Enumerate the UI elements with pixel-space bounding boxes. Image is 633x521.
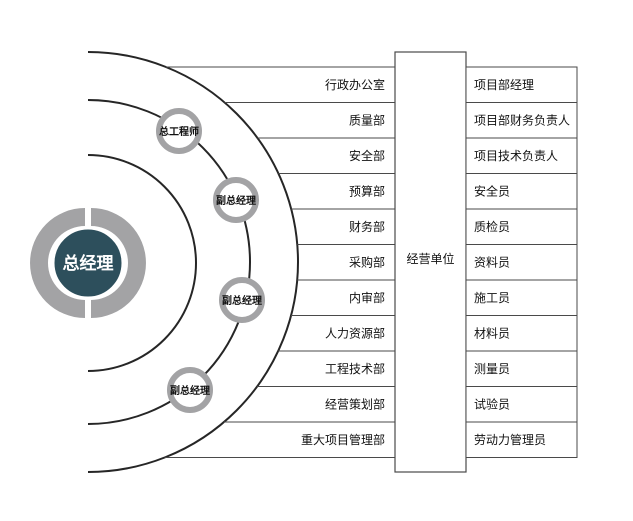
exec-node-deputy-3: 副总经理	[167, 367, 213, 413]
project-role-label: 项目技术负责人	[474, 149, 558, 163]
project-role-label: 项目部财务负责人	[474, 112, 570, 127]
project-role-boxes: 项目部经理项目部财务负责人项目技术负责人安全员质检员资料员施工员材料员测量员试验…	[465, 66, 578, 458]
project-role-label: 试验员	[474, 396, 510, 411]
project-role-box	[465, 66, 578, 103]
general-manager-node: 总经理	[30, 208, 146, 318]
department-label: 安全部	[349, 148, 385, 163]
department-label: 采购部	[349, 254, 385, 269]
gm-ring-right	[91, 208, 146, 318]
exec-label-deputy-1: 副总经理	[216, 194, 256, 207]
operating-unit-box	[394, 51, 467, 473]
department-label: 经营策划部	[325, 396, 385, 411]
department-label: 工程技术部	[325, 361, 385, 376]
department-labels: 行政办公室质量部安全部预算部财务部采购部内审部人力资源部工程技术部经营策划部重大…	[301, 77, 385, 447]
general-manager-label: 总经理	[63, 253, 114, 274]
department-label: 行政办公室	[325, 77, 385, 92]
department-label: 质量部	[349, 112, 385, 127]
exec-label-chief-engineer: 总工程师	[159, 125, 199, 138]
project-role-label: 资料员	[474, 255, 510, 269]
department-label: 人力资源部	[325, 325, 385, 340]
department-label: 内审部	[349, 290, 385, 305]
gm-ring-left	[30, 208, 85, 318]
project-role-label: 项目部经理	[474, 77, 534, 92]
project-role-box	[465, 386, 578, 423]
department-label: 财务部	[349, 219, 385, 234]
outer-arc	[87, 51, 299, 473]
inner-arc	[87, 154, 197, 372]
exec-label-deputy-2: 副总经理	[222, 294, 262, 307]
gm-core-circle	[51, 226, 125, 300]
exec-node-chief-engineer: 总工程师	[156, 108, 202, 154]
department-label: 预算部	[349, 183, 385, 198]
project-role-label: 劳动力管理员	[474, 432, 546, 447]
exec-label-deputy-3: 副总经理	[170, 384, 210, 397]
project-role-box	[465, 279, 578, 316]
project-role-box	[465, 421, 578, 458]
project-role-box	[465, 315, 578, 352]
department-label: 重大项目管理部	[301, 432, 385, 447]
project-role-label: 安全员	[474, 183, 510, 198]
project-role-box	[465, 102, 578, 139]
project-role-label: 质检员	[474, 219, 510, 234]
exec-node-deputy-2: 副总经理	[219, 277, 265, 323]
project-role-label: 材料员	[474, 326, 510, 340]
department-row-lines	[164, 66, 395, 458]
project-role-label: 测量员	[474, 362, 510, 376]
project-role-box	[465, 350, 578, 387]
project-role-label: 施工员	[474, 291, 510, 305]
exec-node-deputy-1: 副总经理	[213, 177, 259, 223]
operating-unit-label: 经营单位	[406, 251, 454, 266]
project-role-box	[465, 137, 578, 174]
